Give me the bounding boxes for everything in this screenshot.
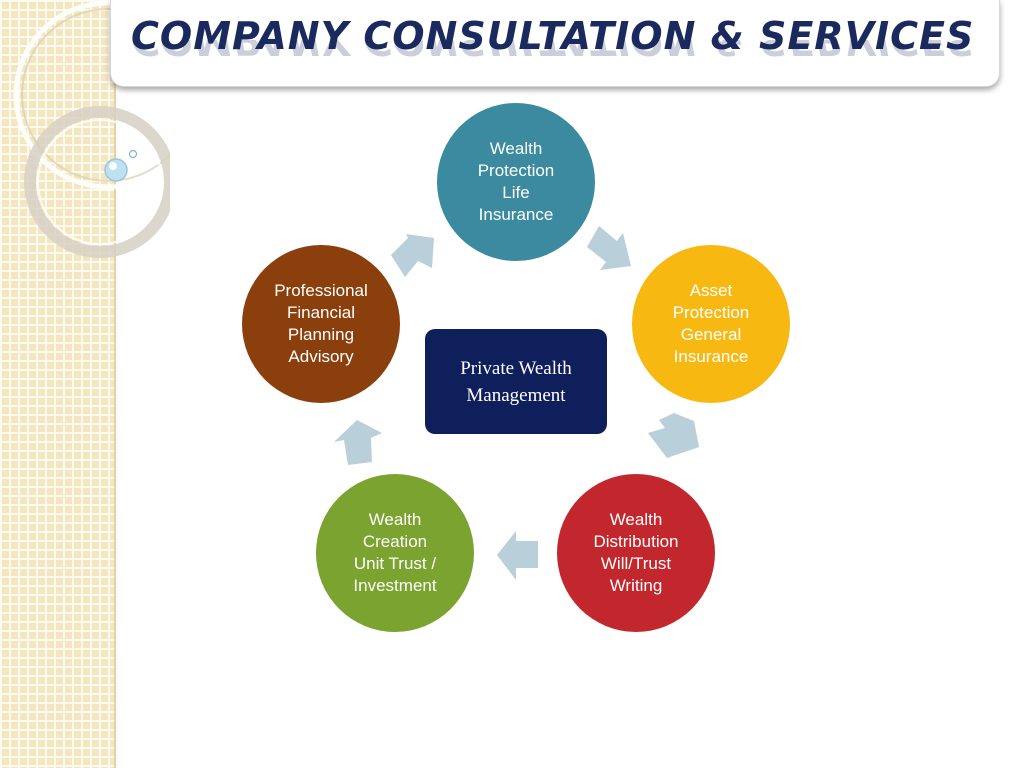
center-hub: Private Wealth Management <box>425 329 607 434</box>
title-bar: COMPANY CONSULTATION & SERVICES COMPANY … <box>110 0 1000 87</box>
node-financial-planning: Professional Financial Planning Advisory <box>242 245 400 403</box>
decorative-grid-strip <box>0 0 116 768</box>
page-title-reflection: COMPANY CONSULTATION & SERVICES <box>131 40 974 60</box>
arrow-creation-to-financial <box>334 420 382 465</box>
node-asset-protection: Asset Protection General Insurance <box>632 245 790 403</box>
arrow-distribution-to-creation <box>497 531 538 580</box>
node-label: Professional Financial Planning Advisory <box>274 281 368 366</box>
node-wealth-protection: Wealth Protection Life Insurance <box>437 103 595 261</box>
arrow-asset-to-distribution <box>648 413 699 458</box>
node-label: Wealth Distribution Will/Trust Writing <box>593 510 679 595</box>
center-hub-label: Private Wealth Management <box>460 357 572 406</box>
arrow-financial-to-protection <box>391 234 434 277</box>
node-wealth-distribution: Wealth Distribution Will/Trust Writing <box>557 474 715 632</box>
node-label: Wealth Creation Unit Trust / Investment <box>353 510 437 595</box>
node-label: Asset Protection General Insurance <box>672 281 750 366</box>
page-title: COMPANY CONSULTATION & SERVICES <box>131 14 975 58</box>
arrow-protection-to-asset <box>587 226 631 270</box>
node-label: Wealth Protection Life Insurance <box>477 139 555 224</box>
node-wealth-creation: Wealth Creation Unit Trust / Investment <box>316 474 474 632</box>
